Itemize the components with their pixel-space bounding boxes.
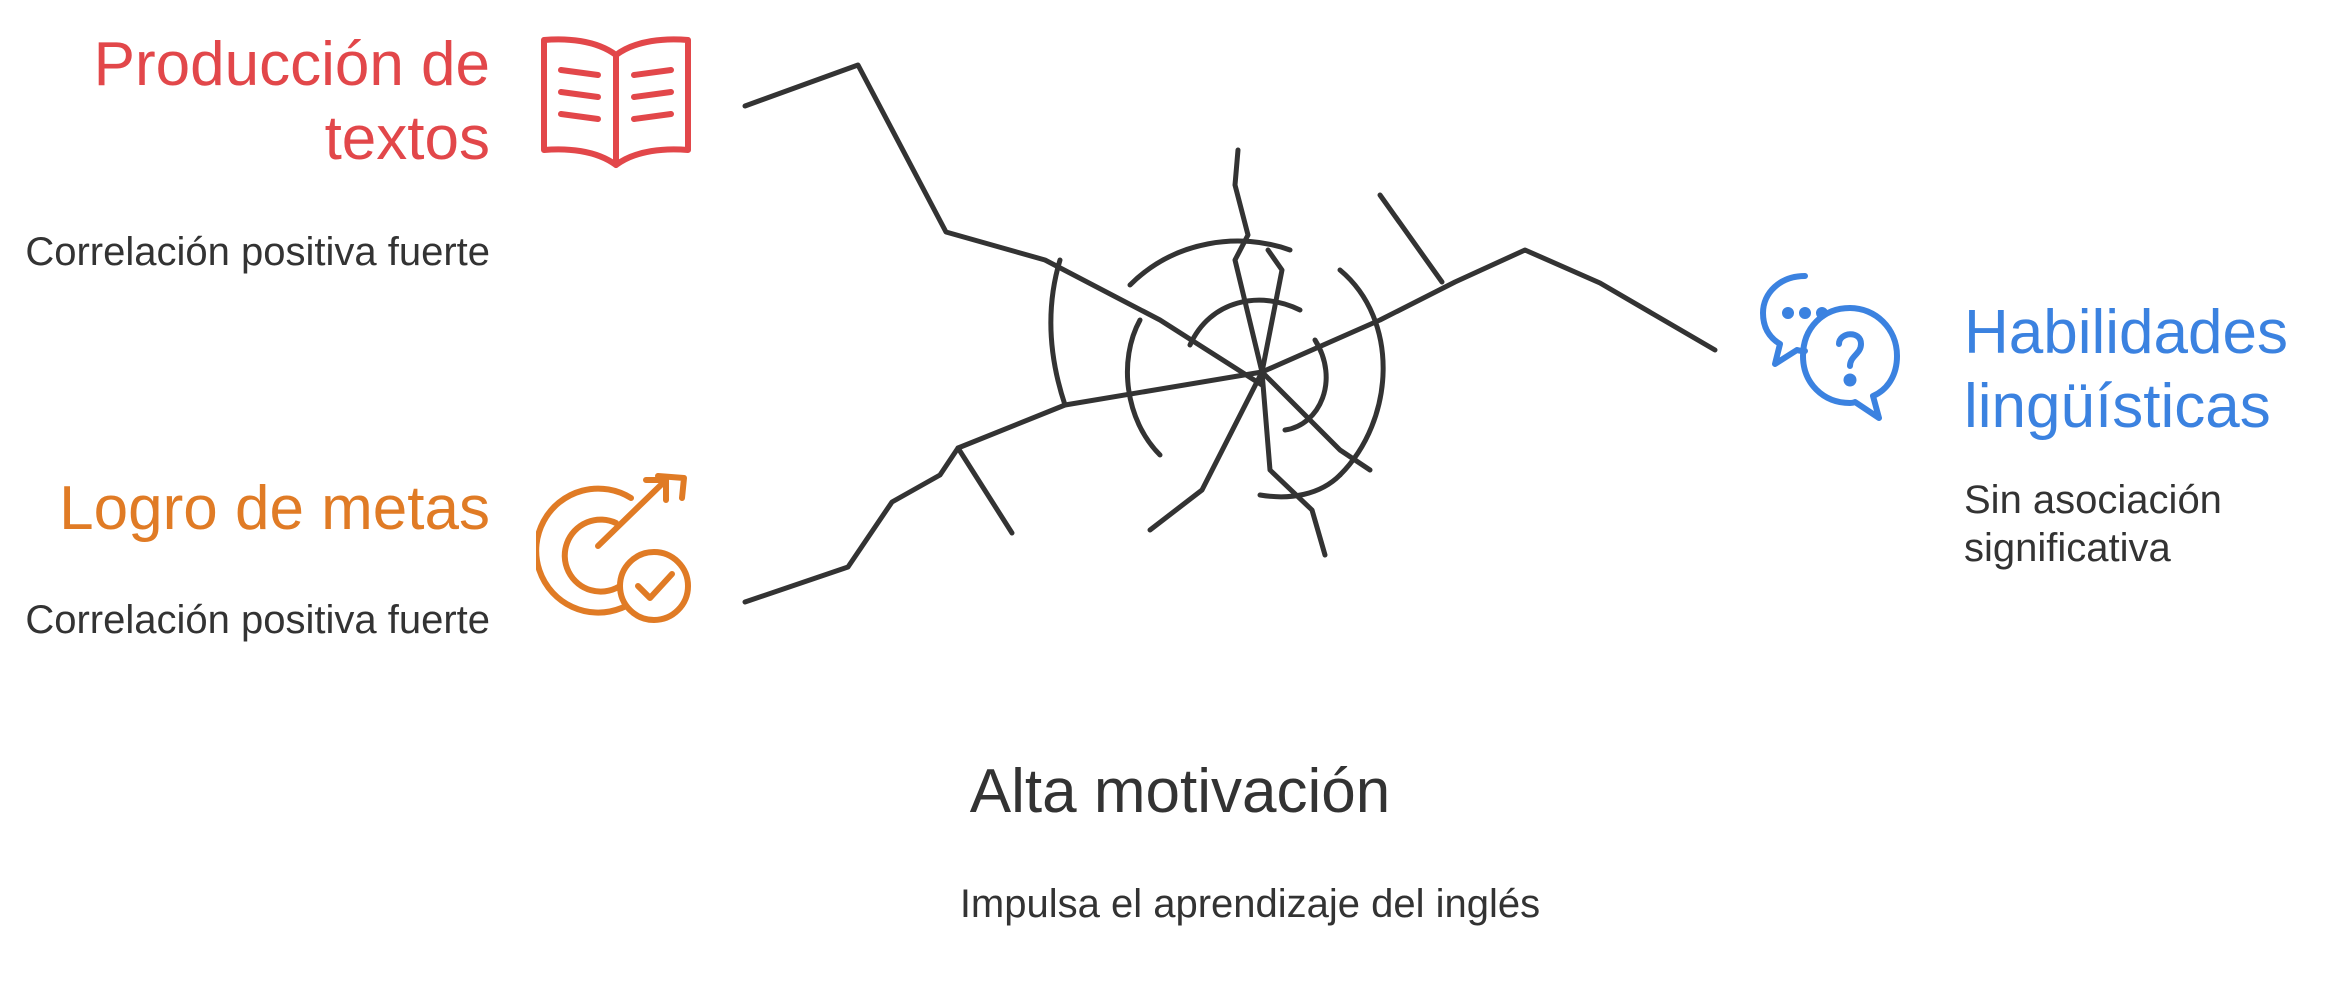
connector-logro bbox=[742, 369, 1265, 605]
produccion-description: Correlación positiva fuerte bbox=[25, 230, 490, 274]
open-book-icon bbox=[541, 36, 691, 168]
chat-question-icon bbox=[1760, 273, 1900, 421]
habilidades-title: Habilidades lingüísticas bbox=[1964, 298, 2288, 442]
center-description: Impulsa el aprendizaje del inglés bbox=[959, 882, 1541, 926]
connector-logro-branch bbox=[955, 445, 1015, 536]
logro-description: Correlación positiva fuerte bbox=[25, 598, 490, 642]
connector-habilidades bbox=[1259, 247, 1718, 375]
logro-title: Logro de metas bbox=[59, 474, 490, 543]
connector-produccion bbox=[742, 62, 1265, 388]
cracked-target bbox=[1048, 147, 1386, 558]
connector-habilidades-branch bbox=[1377, 192, 1445, 285]
habilidades-description: Sin asociación significativa bbox=[1964, 478, 2222, 570]
center-title: Alta motivación bbox=[969, 757, 1391, 826]
produccion-title: Producción de textos bbox=[93, 30, 490, 174]
target-check-icon bbox=[536, 473, 691, 623]
